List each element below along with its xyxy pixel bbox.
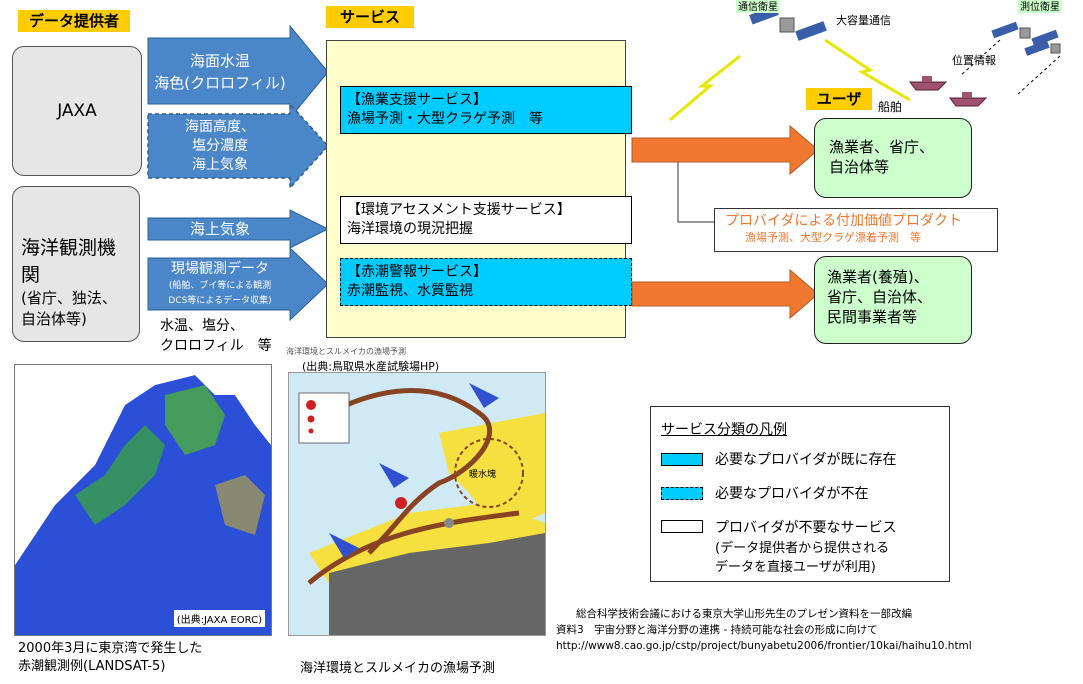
ship-label: 船舶 [878, 100, 903, 114]
arrow-field-text: 現場観測データ (船舶、ブイ等による観測 DCS等によるデータ収集) [150, 260, 290, 309]
service-env-title: 【環境アセスメント支援サービス】 [347, 202, 571, 218]
reference-line1: 総合科学技術会議における東京大学山形先生のプレゼン資料を一部改編 [576, 608, 912, 620]
legend-label-absent: 必要なプロバイダが不在 [715, 486, 869, 502]
service-env-body: 海洋環境の現況把握 [347, 221, 473, 237]
service-env-assessment: 【環境アセスメント支援サービス】 海洋環境の現況把握 [340, 196, 632, 244]
ocean-org-sub2: 自治体等) [21, 310, 87, 328]
arrow-height [147, 102, 330, 190]
value-added-title: プロバイダによる付加価値プロダクト [725, 213, 963, 229]
legend-label-unneeded-sub1: (データ提供者から提供される [715, 541, 890, 556]
field-data-examples: 水温、塩分、 クロロフィル 等 [160, 316, 272, 356]
value-added-sub: 漁場予測、大型クラゲ漂着予測 等 [745, 231, 921, 244]
lightning-right [824, 38, 911, 102]
arrow-field-line3: DCS等によるデータ収集) [168, 296, 272, 306]
squid-forecast-source: (出典:鳥取県水産試験場HP) [302, 360, 440, 373]
comm-satellite-label: 通信衛星 [736, 0, 780, 13]
arrow-height-text: 海面高度、 塩分濃度 海上気象 [150, 118, 290, 175]
orange-arrow-upper [631, 124, 819, 176]
legend-label-unneeded: プロバイダが不要なサービス [715, 520, 897, 536]
large-comm-label: 大容量通信 [836, 14, 891, 27]
service-fishery-title: 【漁業支援サービス】 [347, 92, 487, 108]
squid-forecast-header: 海洋環境とスルメイカの漁場予測 [286, 347, 406, 356]
positioning-satellite-label: 測位衛星 [1018, 0, 1062, 13]
field-data-examples-line2: クロロフィル 等 [160, 338, 272, 354]
squid-forecast-image: 暖水塊 [288, 372, 546, 636]
tokyo-bay-map [15, 365, 271, 635]
position-info-label: 位置情報 [952, 54, 996, 67]
squid-forecast-caption: 海洋環境とスルメイカの漁場予測 [300, 661, 496, 676]
tokyo-bay-caption: 2000年3月に東京湾で発生した 赤潮観測例(LANDSAT-5) [18, 640, 202, 676]
arrow-field-line2: (船舶、ブイ等による観測 [168, 281, 272, 291]
legend-swatch-existing [661, 452, 703, 466]
positioning-satellite-icon [991, 21, 1061, 56]
user-group-aqua-line1: 漁業者(養殖)、 [827, 268, 929, 286]
arrow-height-line3: 海上気象 [192, 157, 248, 173]
lightning-left [669, 54, 741, 122]
service-fishery-body: 漁場予測・大型クラゲ予測 等 [347, 111, 543, 127]
ocean-org-box: 海洋観測機関 (省庁、独法、 自治体等) [12, 186, 140, 342]
ocean-org-sub1: (省庁、独法、 [21, 289, 117, 307]
legend-label-existing: 必要なプロバイダが既に存在 [715, 452, 897, 468]
legend-swatch-absent [661, 486, 703, 500]
user-group-aqua-line2: 省庁、自治体、 [827, 288, 933, 306]
service-redtide-title: 【赤潮警報サービス】 [347, 264, 487, 280]
service-fishery: 【漁業支援サービス】 漁場予測・大型クラゲ予測 等 [340, 86, 632, 134]
reference-line2: 資料3 宇宙分野と海洋分野の連携 - 持続可能な社会の形成に向けて [556, 624, 878, 636]
squid-forecast-map [289, 373, 545, 635]
arrow-weather [147, 209, 330, 249]
user-group-aquaculture: 漁業者(養殖)、 省庁、自治体、 民間事業者等 [814, 256, 972, 344]
value-added-connector [677, 162, 714, 223]
arrow-field-data [147, 246, 329, 322]
tokyo-bay-caption-line2: 赤潮観測例(LANDSAT-5) [18, 659, 166, 674]
user-group-aqua-line3: 民間事業者等 [827, 308, 918, 326]
legend-title: サービス分類の凡例 [661, 422, 787, 438]
position-arrow-1 [959, 39, 1001, 77]
arrow-height-line2: 塩分濃度 [192, 138, 248, 154]
user-arrows [631, 5, 1061, 320]
user-group-fishery: 漁業者、省庁、 自治体等 [814, 118, 972, 198]
ship-icon-2 [949, 97, 988, 107]
tokyo-bay-source: (出典:JAXA EORC) [173, 610, 265, 627]
legend-row-existing: 必要なプロバイダが既に存在 [661, 449, 939, 469]
tokyo-bay-caption-line1: 2000年3月に東京湾で発生した [18, 641, 203, 656]
arrow-height-line1: 海面高度、 [185, 119, 255, 135]
jaxa-label: JAXA [57, 101, 97, 121]
arrow-sst-line1: 海面水温 [189, 52, 250, 70]
user-tag: ユーザ [806, 88, 872, 110]
service-tag: サービス [326, 6, 414, 28]
ship-icon-1 [909, 81, 948, 91]
arrow-weather-text: 海上気象 [189, 220, 250, 238]
ocean-org-title: 海洋観測機関 [21, 237, 117, 286]
provider-arrows [147, 24, 330, 322]
position-arrow-2 [1017, 55, 1061, 95]
jaxa-box: JAXA [12, 46, 142, 176]
legend-row-unneeded: プロバイダが不要なサービス (データ提供者から提供される データを直接ユーザが利… [661, 517, 939, 575]
arrow-sst-text: 海面水温 海色(クロロフィル) [150, 50, 290, 94]
reference-url[interactable]: http://www8.cao.go.jp/cstp/project/bunya… [556, 640, 972, 652]
legend-row-absent: 必要なプロバイダが不在 [661, 483, 939, 503]
arrow-field-line1: 現場観測データ [171, 261, 269, 277]
service-redtide-body: 赤潮監視、水質監視 [347, 283, 473, 299]
references: 総合科学技術会議における東京大学山形先生のプレゼン資料を一部改編 資料3 宇宙分… [556, 606, 972, 654]
warm-water-mass-label: 暖水塊 [469, 470, 497, 480]
user-group-fishery-line1: 漁業者、省庁、 [829, 138, 935, 156]
user-group-fishery-line2: 自治体等 [829, 158, 890, 176]
arrow-sst-line2: 海色(クロロフィル) [154, 74, 286, 92]
arrow-sst [147, 24, 329, 120]
data-provider-tag: データ提供者 [18, 10, 130, 32]
orange-arrow-lower [631, 268, 819, 320]
value-added-box: プロバイダによる付加価値プロダクト 漁場予測、大型クラゲ漂着予測 等 [714, 208, 998, 252]
field-data-examples-line1: 水温、塩分、 [160, 318, 244, 334]
legend-label-unneeded-sub2: データを直接ユーザが利用) [715, 560, 876, 575]
legend-swatch-unneeded [661, 520, 703, 533]
tokyo-bay-image: (出典:JAXA EORC) [14, 364, 272, 636]
service-red-tide: 【赤潮警報サービス】 赤潮監視、水質監視 [340, 258, 632, 306]
legend-box: サービス分類の凡例 必要なプロバイダが既に存在 必要なプロバイダが不在 プロバイ… [650, 406, 950, 582]
